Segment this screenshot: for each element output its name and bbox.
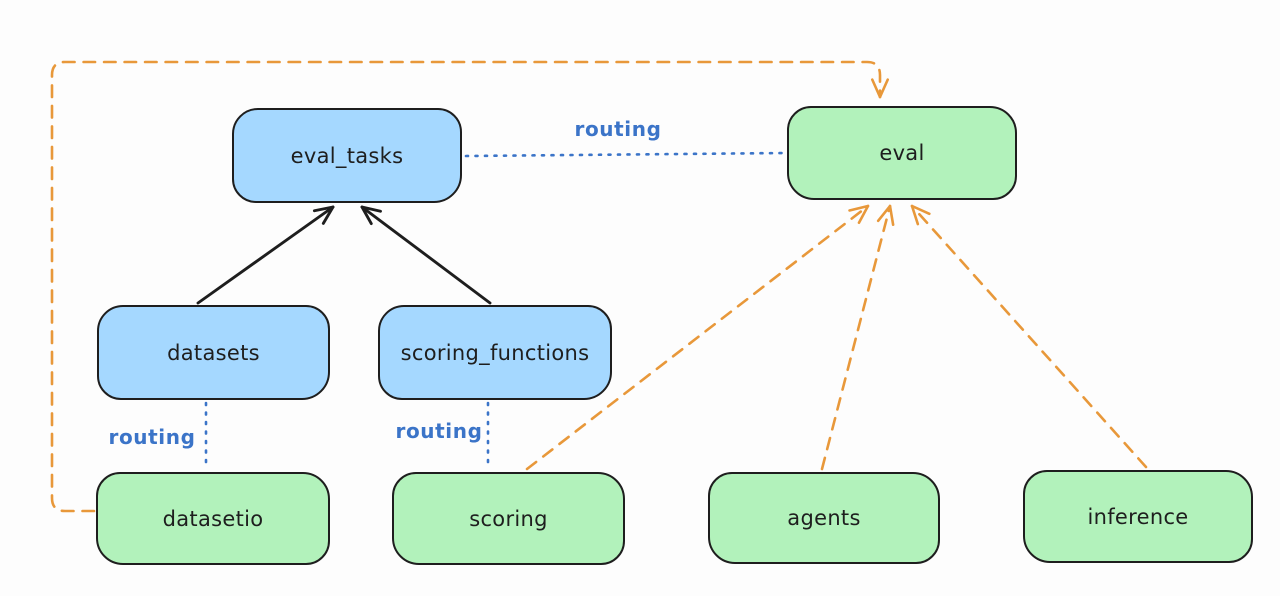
node-eval: eval [787, 106, 1017, 200]
edge-datasets-to-eval-tasks [196, 205, 335, 305]
arrowhead-datasets-to-eval-tasks [312, 205, 335, 225]
node-datasetio: datasetio [96, 472, 330, 565]
node-label-scoring: scoring [469, 506, 548, 531]
edge-label-datasets-to-datasetio-routing: routing [108, 425, 196, 449]
edge-scoring-functions-to-eval-tasks [360, 205, 492, 305]
edge-inference-to-eval [910, 204, 1148, 469]
node-agents: agents [708, 472, 940, 564]
node-label-eval: eval [879, 141, 925, 165]
edge-datasetio-to-eval-loop [50, 60, 890, 513]
node-eval_tasks: eval_tasks [232, 108, 462, 203]
arrowhead-scoring-functions-to-eval-tasks [360, 205, 382, 226]
node-inference: inference [1023, 470, 1253, 563]
arrowhead-inference-to-eval [910, 204, 931, 226]
node-datasets: datasets [97, 305, 330, 400]
edge-label-scoring-functions-to-scoring-routing: routing [395, 419, 483, 443]
node-label-datasets: datasets [167, 340, 260, 365]
edge-eval-tasks-to-eval-routing [464, 151, 787, 158]
node-label-scoring_functions: scoring_functions [400, 340, 590, 365]
arrowhead-datasetio-to-eval-loop [870, 78, 890, 99]
arrowhead-agents-to-eval [876, 204, 895, 227]
node-label-datasetio: datasetio [162, 506, 264, 531]
node-scoring_functions: scoring_functions [378, 305, 612, 400]
node-scoring: scoring [392, 472, 625, 565]
node-label-agents: agents [787, 506, 861, 530]
arrowhead-scoring-to-eval [848, 204, 870, 225]
edge-agents-to-eval [820, 204, 895, 471]
edge-scoring-to-eval [525, 204, 870, 471]
edge-label-eval-tasks-to-eval-routing: routing [574, 117, 662, 141]
node-label-inference: inference [1087, 504, 1189, 529]
node-label-eval_tasks: eval_tasks [290, 143, 404, 168]
